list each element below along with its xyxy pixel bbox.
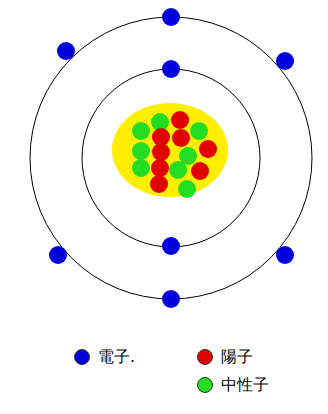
electrons	[49, 8, 294, 308]
legend-label: 電子.	[98, 347, 135, 366]
legend-label: 陽子	[221, 347, 253, 366]
legend-swatch	[74, 349, 90, 365]
inner-shell	[82, 69, 260, 247]
legend-entry: 中性子	[197, 375, 269, 394]
legend-label: 中性子	[221, 375, 269, 394]
legend-entry: 陽子	[197, 347, 253, 366]
nucleus	[112, 103, 228, 197]
nucleus-particles	[132, 111, 217, 198]
legend-swatch	[197, 377, 213, 393]
legend-swatch	[197, 349, 213, 365]
outer-shell	[30, 17, 312, 299]
legend-entry: 電子.	[74, 347, 135, 366]
